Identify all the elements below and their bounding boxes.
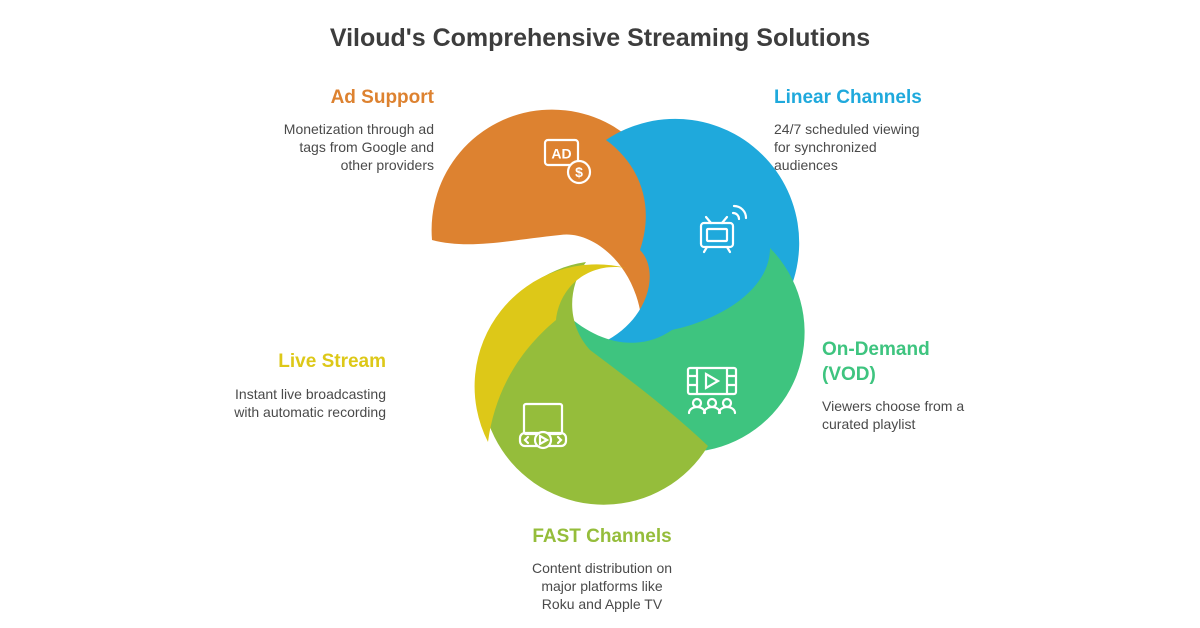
on-demand-description: Viewers choose from a curated playlist [822, 398, 965, 432]
ad-support-label: Ad Support [330, 87, 434, 108]
page-title: Viloud's Comprehensive Streaming Solutio… [329, 24, 871, 52]
svg-text:$: $ [575, 164, 583, 180]
ad-icon-text: AD [551, 146, 571, 162]
ad-dollar-icon: AD $ [543, 138, 592, 185]
linear-channels-label: Linear Channels [774, 87, 922, 108]
tv-broadcast-icon [699, 204, 748, 254]
fast-channels-label: FAST Channels [532, 526, 672, 547]
linear-channels-description: 24/7 scheduled viewing for synchronized … [774, 121, 920, 173]
fast-channels-description: Content distribution on major platforms … [531, 560, 673, 612]
petal-ad-support [431, 109, 672, 310]
ad-support-description: Monetization through ad tags from Google… [283, 121, 434, 173]
on-demand-label: On-Demand (VOD) [822, 339, 930, 385]
media-player-icon [518, 402, 568, 450]
film-audience-icon [686, 366, 738, 415]
petal-live-stream [474, 264, 626, 442]
live-stream-label: Live Stream [278, 351, 386, 372]
live-broadcast-icon [439, 279, 493, 309]
live-stream-description: Instant live broadcasting with automatic… [234, 386, 386, 420]
